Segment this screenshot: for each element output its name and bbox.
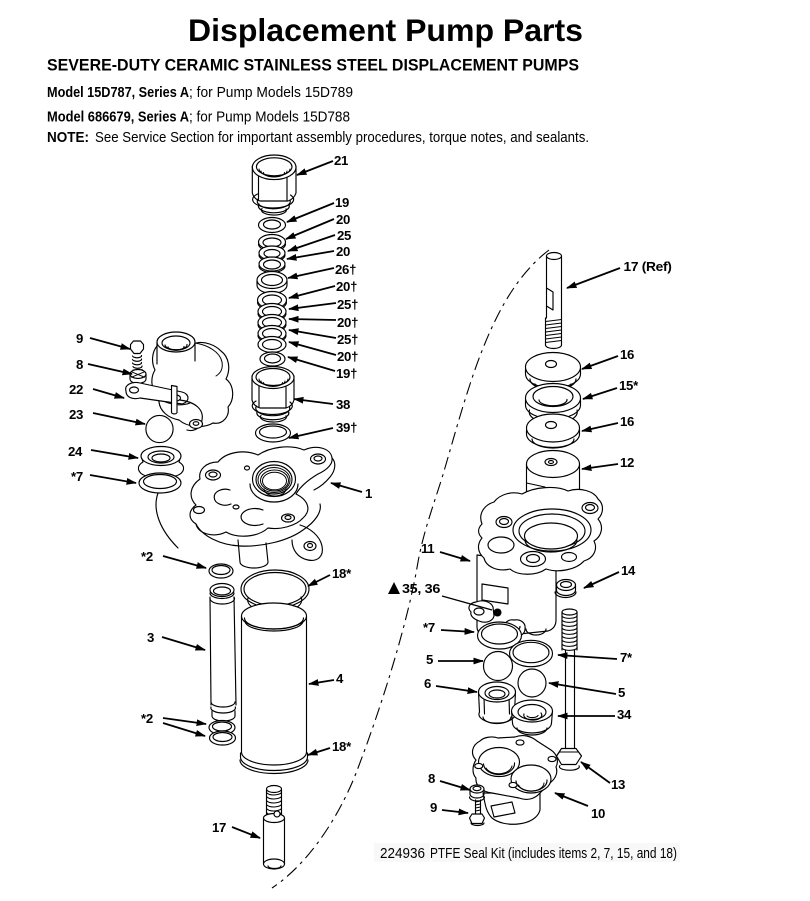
svg-text:24: 24	[68, 444, 83, 459]
svg-text:*7: *7	[71, 469, 83, 484]
svg-text:5: 5	[618, 685, 625, 700]
svg-text:38: 38	[336, 397, 350, 412]
svg-text:18*: 18*	[332, 566, 352, 581]
svg-text:12: 12	[620, 455, 634, 470]
svg-text:17: 17	[212, 820, 226, 835]
svg-text:11: 11	[421, 541, 434, 556]
svg-text:39†: 39†	[336, 420, 357, 435]
svg-text:PTFE Seal Kit (includes items: PTFE Seal Kit (includes items 2, 7, 15, …	[430, 846, 677, 862]
svg-text:Model 15D787, Series A: Model 15D787, Series A	[47, 84, 189, 101]
svg-text:17 (Ref): 17 (Ref)	[624, 259, 672, 274]
svg-text:16: 16	[620, 414, 634, 429]
svg-text:*2: *2	[141, 711, 153, 726]
svg-text:15*: 15*	[619, 378, 639, 393]
svg-text:3: 3	[147, 630, 154, 645]
svg-text:35, 36: 35, 36	[402, 581, 440, 596]
svg-text:See Service Section for import: See Service Section for important assemb…	[95, 129, 589, 146]
svg-text:19†: 19†	[336, 366, 357, 381]
svg-text:NOTE:: NOTE:	[47, 129, 89, 146]
svg-text:25†: 25†	[337, 297, 358, 312]
svg-text:10: 10	[591, 806, 605, 821]
svg-text:19: 19	[335, 195, 349, 210]
svg-text:8: 8	[76, 357, 83, 372]
svg-text:9: 9	[76, 331, 83, 346]
svg-text:; for Pump Models 15D789: ; for Pump Models 15D789	[189, 84, 353, 101]
svg-text:20: 20	[336, 212, 350, 227]
svg-text:Displacement Pump Parts: Displacement Pump Parts	[188, 12, 583, 48]
svg-text:1: 1	[365, 486, 372, 501]
svg-text:18*: 18*	[332, 739, 352, 754]
svg-text:22: 22	[69, 382, 83, 397]
svg-text:23: 23	[69, 407, 83, 422]
svg-text:*2: *2	[141, 549, 153, 564]
svg-text:SEVERE-DUTY CERAMIC STAINLESS: SEVERE-DUTY CERAMIC STAINLESS STEEL DISP…	[47, 57, 579, 75]
svg-text:224936: 224936	[380, 846, 425, 862]
svg-text:7*: 7*	[620, 650, 633, 665]
svg-text:; for Pump Models 15D788: ; for Pump Models 15D788	[189, 109, 350, 126]
svg-text:34: 34	[617, 707, 632, 722]
svg-text:9: 9	[430, 800, 437, 815]
svg-text:20†: 20†	[337, 315, 358, 330]
svg-text:8: 8	[428, 771, 435, 786]
svg-text:25†: 25†	[337, 332, 358, 347]
svg-text:*7: *7	[423, 620, 435, 635]
svg-text:25: 25	[337, 228, 351, 243]
svg-text:14: 14	[621, 563, 636, 578]
svg-text:20†: 20†	[337, 349, 358, 364]
svg-text:20: 20	[336, 244, 350, 259]
svg-text:Model 686679, Series A: Model 686679, Series A	[47, 109, 189, 126]
svg-text:4: 4	[336, 671, 344, 686]
svg-text:5: 5	[426, 652, 433, 667]
svg-text:20†: 20†	[336, 279, 357, 294]
svg-text:13: 13	[611, 777, 625, 792]
svg-text:21: 21	[334, 153, 348, 168]
svg-text:6: 6	[424, 676, 431, 691]
svg-text:26†: 26†	[335, 262, 356, 277]
svg-text:16: 16	[620, 347, 634, 362]
